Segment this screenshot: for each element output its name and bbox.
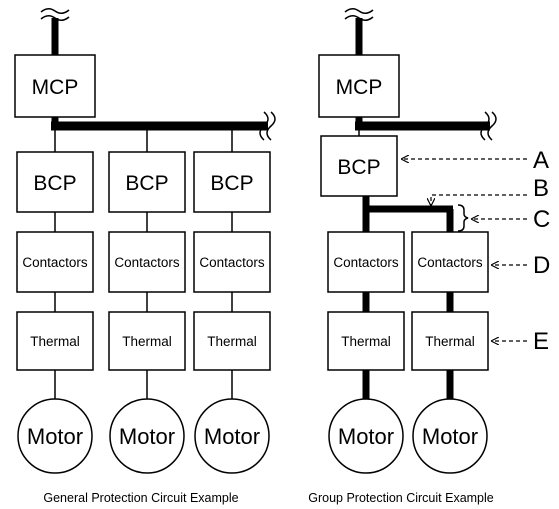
bcp-label: BCP [125, 172, 168, 195]
bcp-label: BCP [337, 156, 380, 179]
bcp-box [320, 135, 398, 197]
callout-b: B [533, 175, 549, 202]
break-mark-icon [40, 8, 70, 21]
motor-circle [412, 398, 488, 474]
motor-label: Motor [422, 424, 478, 449]
bcp-label: BCP [33, 172, 76, 195]
contactors-label: Contactors [199, 255, 265, 270]
contactors-label: Contactors [22, 255, 88, 270]
motor-label: Motor [27, 424, 83, 449]
motor-circle [194, 398, 270, 474]
motor-label: Motor [338, 424, 394, 449]
brace-icon [457, 204, 469, 232]
callout-d: D [533, 252, 550, 279]
bcp-box [16, 151, 94, 213]
thermal-box [411, 311, 489, 371]
bcp-box [193, 151, 271, 213]
thermal-box [16, 311, 94, 371]
contactors-label: Contactors [333, 255, 399, 270]
callout-e: E [533, 328, 549, 355]
callout-arrow-b [431, 194, 527, 205]
callout-a: A [533, 147, 549, 174]
contactors-label: Contactors [114, 255, 180, 270]
contactors-label: Contactors [417, 255, 483, 270]
callouts: A B C D E [402, 147, 550, 355]
contactors-box [411, 231, 489, 293]
mcp-label: MCP [32, 76, 79, 99]
motor-circle [109, 398, 185, 474]
motor-circle [328, 398, 404, 474]
thermal-label: Thermal [122, 334, 172, 349]
contactors-box [108, 231, 186, 293]
motor-circle [17, 398, 93, 474]
contactors-box [327, 231, 405, 293]
general-caption: General Protection Circuit Example [43, 491, 238, 505]
general-protection-diagram: MCP BCP Contactors Thermal Motor BCP Con… [14, 8, 276, 505]
group-caption: Group Protection Circuit Example [308, 491, 494, 505]
bus-break-icon [259, 111, 276, 141]
thermal-label: Thermal [207, 334, 257, 349]
bcp-box [108, 151, 186, 213]
contactors-box [16, 231, 94, 293]
bus-break-icon [480, 111, 497, 141]
callout-c: C [533, 206, 550, 233]
motor-label: Motor [119, 424, 175, 449]
thermal-label: Thermal [341, 334, 391, 349]
bcp-label: BCP [210, 172, 253, 195]
thermal-box [193, 311, 271, 371]
motor-label: Motor [204, 424, 260, 449]
group-protection-diagram: MCP BCP Contactors Thermal Motor Contact… [308, 8, 497, 505]
break-mark-icon [344, 8, 374, 21]
mcp-label: MCP [336, 76, 383, 99]
thermal-box [327, 311, 405, 371]
thermal-label: Thermal [30, 334, 80, 349]
thermal-label: Thermal [425, 334, 475, 349]
